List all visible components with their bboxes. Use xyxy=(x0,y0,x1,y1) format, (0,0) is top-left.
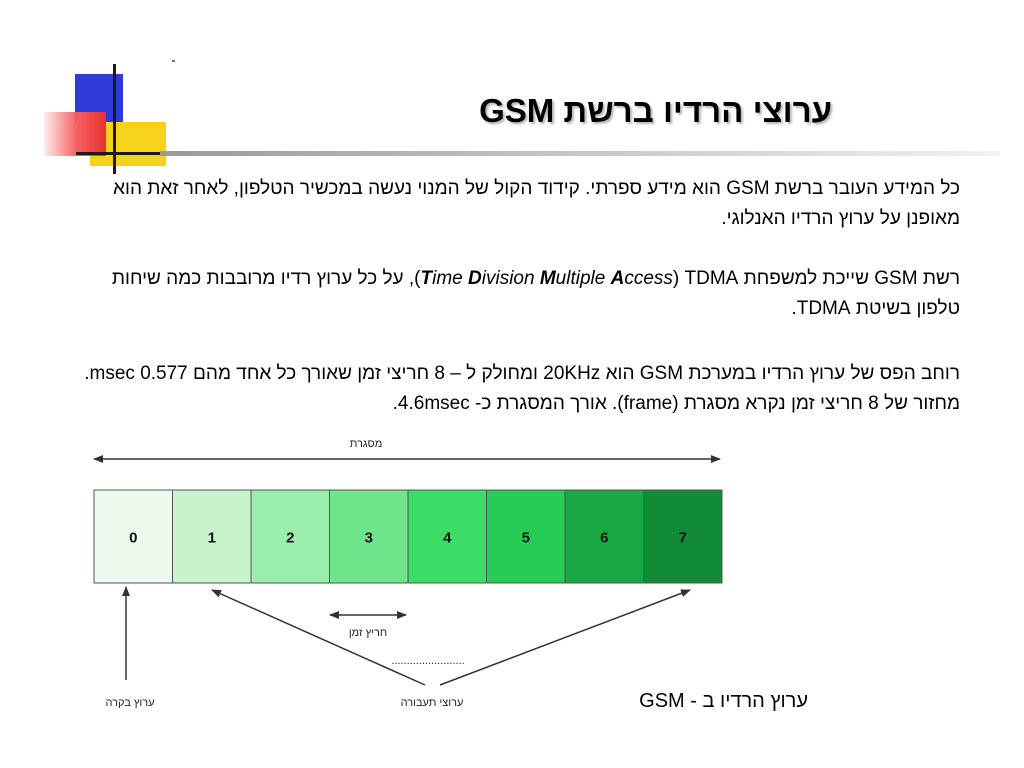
paragraph-digital-info: כל המידע העובר ברשת GSM הוא מידע ספרתי. … xyxy=(113,178,960,229)
decor-vertical-line xyxy=(113,64,116,174)
timeslot-label: חריץ זמן xyxy=(349,627,387,639)
traffic-arrow-right xyxy=(439,589,691,686)
paragraph-tdma: רשת GSM שייכת למשפחת TDMA (Time Division… xyxy=(72,264,960,324)
timeslot-label-0: 0 xyxy=(129,530,137,547)
decor-horizontal-line-left xyxy=(76,152,171,155)
acronym-letter-m: M xyxy=(539,268,556,289)
timeslot-label-2: 2 xyxy=(286,530,294,547)
timeslot-label-3: 3 xyxy=(365,530,373,547)
timeslot-2 xyxy=(250,489,330,584)
decor-dot xyxy=(172,60,175,62)
timeslot-5 xyxy=(486,489,566,584)
acronym-word-access: ccess xyxy=(624,268,673,289)
timeslot-3 xyxy=(329,489,409,584)
timeslot-label-7: 7 xyxy=(679,530,687,547)
frame-label: מסגרת xyxy=(350,438,383,450)
timeslot-row: 0 1 2 3 4 5 6 7 xyxy=(93,489,723,584)
timeslot-label-1: 1 xyxy=(208,530,216,547)
tdma-text-after: ), על כל ערוץ רדיו מרובבות כמה שיחות טלפ… xyxy=(111,268,960,319)
acronym-word-multiple: ultiple xyxy=(555,268,611,289)
tdma-acronym-expansion: Time Division Multiple Access xyxy=(421,268,673,289)
diagram-caption: ערוץ הרדיו ב - GSM xyxy=(639,690,808,712)
slide-title: ערוצי הרדיו ברשת GSM xyxy=(479,92,832,129)
timeslot-0 xyxy=(93,489,173,584)
control-channel-label: ערוץ בקרה xyxy=(105,697,154,709)
traffic-channels-label: ערוצי תעבורה xyxy=(401,697,464,709)
timeslot-label-5: 5 xyxy=(522,530,530,547)
acronym-letter-d: D xyxy=(468,268,482,289)
timeslot-4 xyxy=(407,489,487,584)
ellipsis-dots: ........................ xyxy=(391,655,464,667)
tdma-text-before: רשת GSM שייכת למשפחת TDMA ( xyxy=(672,268,960,289)
timeslot-7 xyxy=(643,489,723,584)
paragraph-bandwidth: רוחב הפס של ערוץ הרדיו במערכת GSM הוא 20… xyxy=(84,363,960,414)
title-underline xyxy=(160,151,1000,156)
timeslot-label-6: 6 xyxy=(600,530,608,547)
acronym-letter-a: A xyxy=(610,268,625,289)
acronym-letter-t: T xyxy=(420,268,433,289)
timeslot-label-4: 4 xyxy=(443,530,452,547)
decor-red-square xyxy=(44,112,106,156)
timeslot-1 xyxy=(172,489,252,584)
acronym-word-division: ivision xyxy=(481,268,540,289)
timeslot-6 xyxy=(564,489,644,584)
traffic-arrow-left xyxy=(211,589,426,686)
acronym-word-time: ime xyxy=(432,268,469,289)
